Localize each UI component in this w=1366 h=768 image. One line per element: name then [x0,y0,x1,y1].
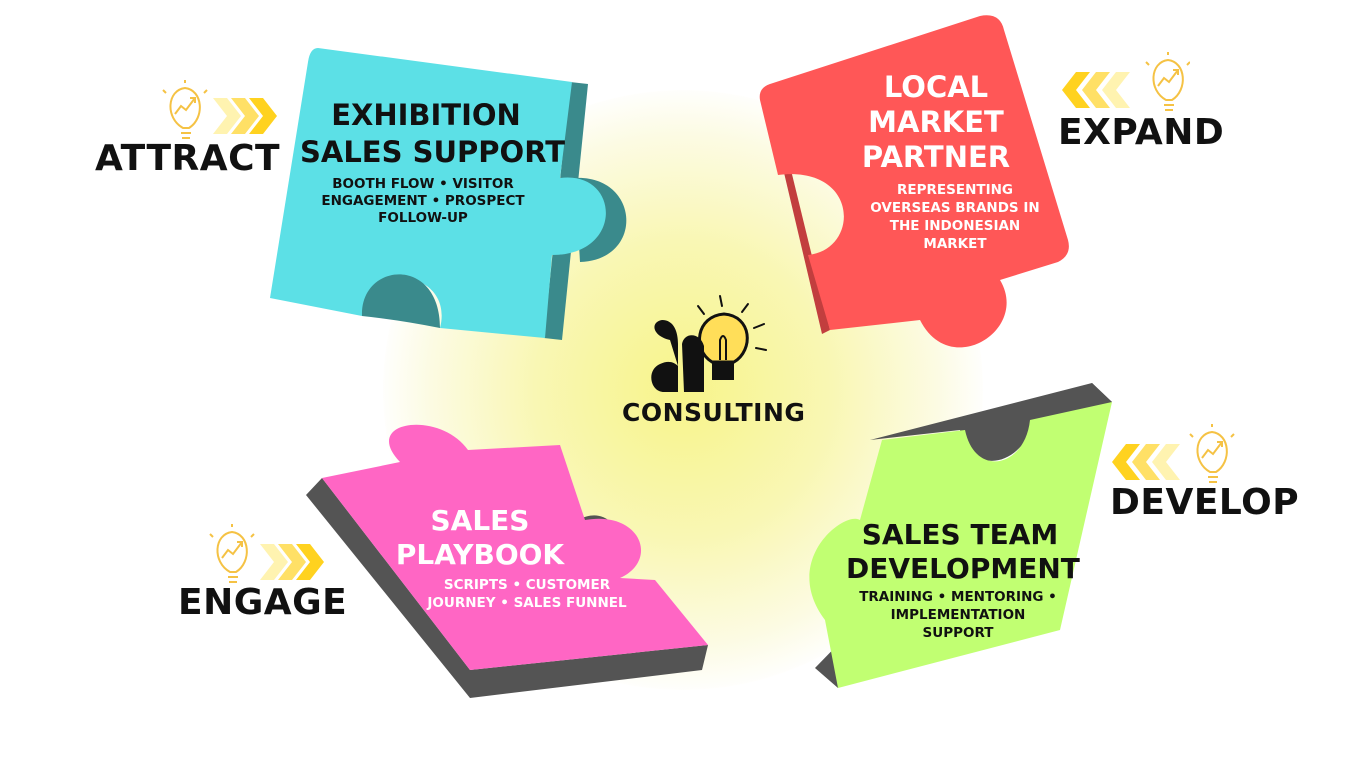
local-piece [759,15,1069,348]
team-piece-top [870,383,1112,461]
local-title-line1: LOCAL [883,70,989,104]
chevron-arrows-icon [260,544,324,580]
local-subtitle-line1: REPRESENTING [897,182,1013,198]
stage-label-engage: ENGAGE [178,582,348,623]
playbook-piece-side [306,478,708,698]
team-title-line2: DEVELOPMENT [846,552,1080,585]
local-subtitle-line3: THE INDONESIAN [889,218,1021,234]
team-subtitle-line2: IMPLEMENTATION [890,607,1026,623]
lightbulb-growth-icon [209,524,255,583]
local-piece-body [759,15,1069,348]
playbook-subtitle-line1: SCRIPTS • CUSTOMER [443,577,611,593]
team-title-line1: SALES TEAM [861,518,1059,551]
local-subtitle-line4: MARKET [923,236,987,252]
expand-bulb-arrows-icon [1062,52,1190,111]
lightbulb-growth-icon [1145,52,1190,111]
exhibition-subtitle-line3: FOLLOW-UP [378,210,468,226]
team-piece-body [809,402,1112,688]
exhibition-subtitle-line2: ENGAGEMENT • PROSPECT [321,193,525,209]
chevron-arrows-icon [1112,444,1180,480]
playbook-title-line1: SALES [430,504,530,537]
stage-label-attract: ATTRACT [95,138,281,179]
lightbulb-icon [698,312,749,364]
exhibition-title-line1: EXHIBITION [331,98,521,132]
exhibition-piece-body [270,48,606,338]
logo-letter-a [651,320,678,392]
playbook-subtitle-line2: JOURNEY • SALES FUNNEL [427,595,627,611]
develop-bulb-arrows-icon [1112,424,1235,483]
chevron-arrows-icon [1062,72,1130,108]
team-subtitle-line3: SUPPORT [922,625,994,641]
logo-wordmark: CONSULTING [622,398,806,427]
exhibition-title-line2: SALES SUPPORT [300,135,566,169]
bulb-rays-icon [697,295,767,351]
playbook-title-line2: PLAYBOOK [395,538,565,571]
local-title-line3: PARTNER [861,140,1011,174]
stage-label-expand: EXPAND [1058,112,1225,153]
exhibition-piece [270,48,627,340]
lightbulb-growth-icon [162,80,208,139]
local-subtitle-line2: OVERSEAS BRANDS IN [870,200,1040,216]
team-piece [809,383,1112,688]
consulting-logo-icon [651,295,767,392]
chevron-arrows-icon [213,98,277,134]
lightbulb-growth-icon [1189,424,1235,483]
engage-bulb-arrows-icon [209,524,324,583]
playbook-piece [306,424,708,698]
local-title-line2: MARKET [868,105,1004,139]
exhibition-piece-hole-shade [361,274,440,328]
exhibition-subtitle-line1: BOOTH FLOW • VISITOR [332,176,514,192]
team-subtitle-line1: TRAINING • MENTORING • [859,589,1057,605]
attract-bulb-arrows-icon [162,80,277,139]
playbook-piece-body [322,424,708,670]
stage-label-develop: DEVELOP [1110,482,1300,523]
